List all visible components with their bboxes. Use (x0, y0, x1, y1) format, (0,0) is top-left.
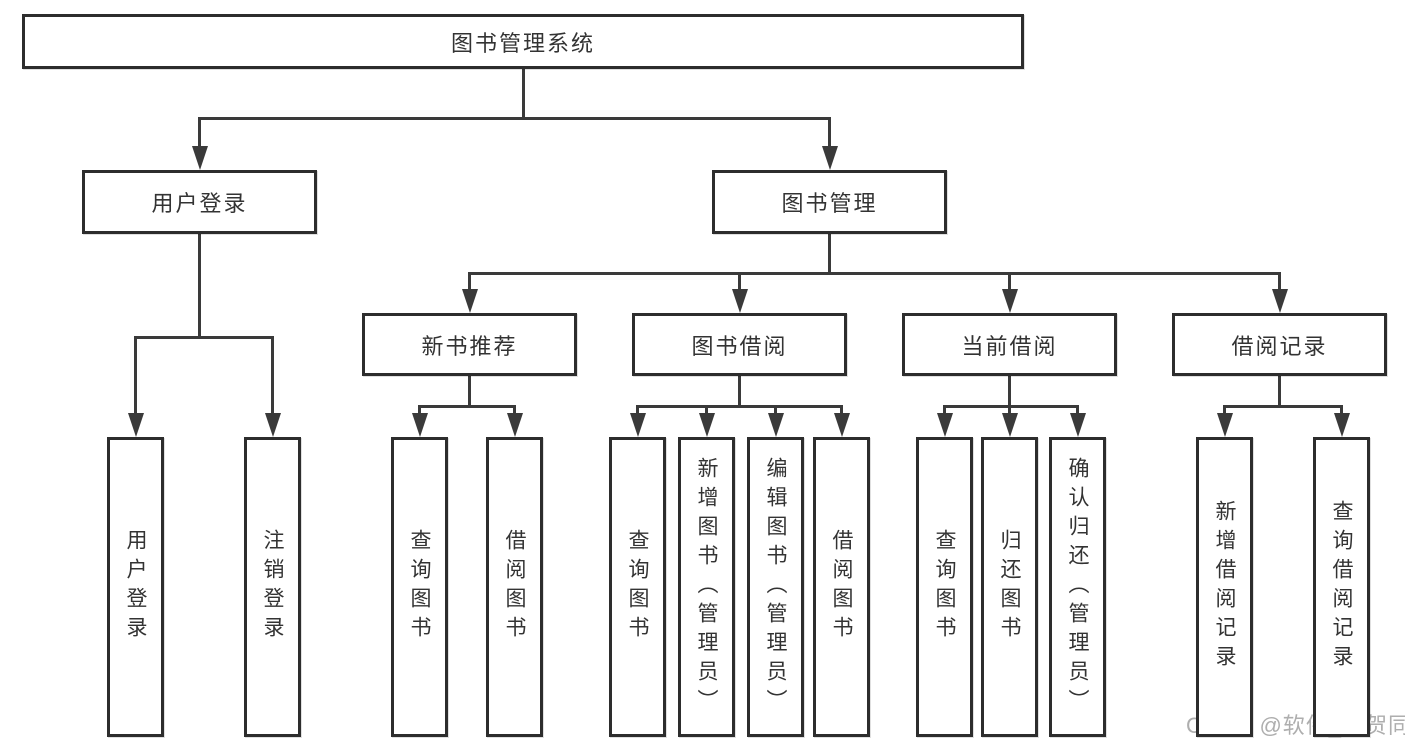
book-borrowing-branch-drop (840, 405, 843, 419)
node-bb-borrow-books: 借阅图书 (813, 437, 870, 737)
user-login-branch-rail (134, 336, 274, 339)
book-management-branch-drop (1008, 272, 1011, 295)
user-login-branch-drop (271, 336, 274, 419)
arrowhead-down-icon (1001, 289, 1018, 313)
system-branch-rail (198, 117, 831, 120)
book-borrowing-branch-drop (636, 405, 639, 419)
book-management-branch-drop (1278, 272, 1281, 295)
node-nb-query-books: 查询图书 (391, 437, 448, 737)
arrowhead-down-icon (731, 289, 748, 313)
node-br-add-record: 新增借阅记录 (1196, 437, 1253, 737)
node-label-nb-borrow-books: 借阅图书 (503, 529, 526, 645)
node-bb-edit-books-admin: 编辑图书（管理员） (747, 437, 804, 737)
node-label-book-borrowing: 图书借阅 (691, 333, 788, 359)
node-label-system: 图书管理系统 (450, 30, 595, 56)
current-borrowing-branch-drop (1008, 405, 1011, 419)
arrowhead-down-icon (936, 413, 953, 437)
new-book-branch-rail (418, 405, 516, 408)
arrowhead-down-icon (264, 413, 281, 437)
node-cb-return-books: 归还图书 (981, 437, 1038, 737)
book-management-branch-drop (468, 272, 471, 295)
current-borrowing-branch-stem (1008, 376, 1011, 408)
borrowing-records-branch-drop (1223, 405, 1226, 419)
arrowhead-down-icon (1271, 289, 1288, 313)
node-label-user-login-op: 用户登录 (124, 529, 147, 645)
node-label-bb-edit-books-admin: 编辑图书（管理员） (764, 456, 787, 718)
node-user-login: 用户登录 (82, 170, 317, 234)
new-book-branch-stem (468, 376, 471, 408)
current-borrowing-branch-drop (943, 405, 946, 419)
node-borrowing-records: 借阅记录 (1172, 313, 1387, 376)
node-system: 图书管理系统 (22, 14, 1024, 69)
current-borrowing-branch-drop (1076, 405, 1079, 419)
arrowhead-down-icon (767, 413, 784, 437)
node-label-current-borrowing: 当前借阅 (961, 333, 1058, 359)
arrowhead-down-icon (698, 413, 715, 437)
node-label-br-add-record: 新增借阅记录 (1213, 500, 1236, 674)
book-management-branch-drop (738, 272, 741, 295)
current-borrowing-branch-rail (943, 405, 1079, 408)
book-borrowing-branch-stem (738, 376, 741, 408)
node-label-borrowing-records: 借阅记录 (1231, 333, 1328, 359)
node-bb-query-books: 查询图书 (609, 437, 666, 737)
node-label-bb-borrow-books: 借阅图书 (830, 529, 853, 645)
node-label-book-management: 图书管理 (781, 191, 878, 216)
node-current-borrowing: 当前借阅 (902, 313, 1117, 376)
arrowhead-down-icon (127, 413, 144, 437)
system-branch-stem (521, 69, 525, 120)
book-borrowing-branch-drop (774, 405, 777, 419)
node-cb-confirm-return-admin: 确认归还（管理员） (1049, 437, 1106, 737)
arrowhead-down-icon (1001, 413, 1018, 437)
arrowhead-down-icon (1216, 413, 1233, 437)
system-branch-drop (828, 117, 831, 152)
node-label-user-login: 用户登录 (151, 191, 248, 216)
node-label-br-query-record: 查询借阅记录 (1330, 500, 1353, 674)
node-label-logout-op: 注销登录 (261, 529, 284, 645)
borrowing-records-branch-stem (1278, 376, 1281, 408)
system-branch-drop (198, 117, 201, 152)
book-management-branch-rail (468, 272, 1281, 275)
arrowhead-down-icon (833, 413, 850, 437)
new-book-branch-drop (418, 405, 421, 419)
node-label-new-book-recommend: 新书推荐 (421, 333, 518, 359)
node-book-management: 图书管理 (712, 170, 947, 234)
node-label-cb-query-books: 查询图书 (933, 529, 956, 645)
node-label-bb-query-books: 查询图书 (626, 529, 649, 645)
node-new-book-recommend: 新书推荐 (362, 313, 577, 376)
arrowhead-down-icon (821, 146, 838, 170)
node-label-cb-confirm-return-admin: 确认归还（管理员） (1066, 456, 1089, 718)
book-borrowing-branch-rail (636, 405, 843, 408)
borrowing-records-branch-rail (1223, 405, 1343, 408)
book-borrowing-branch-drop (705, 405, 708, 419)
arrowhead-down-icon (506, 413, 523, 437)
arrowhead-down-icon (191, 146, 208, 170)
node-label-nb-query-books: 查询图书 (408, 529, 431, 645)
node-label-bb-add-books-admin: 新增图书（管理员） (695, 456, 718, 718)
book-management-branch-stem (828, 234, 831, 275)
node-nb-borrow-books: 借阅图书 (486, 437, 543, 737)
new-book-branch-drop (513, 405, 516, 419)
node-cb-query-books: 查询图书 (916, 437, 973, 737)
node-label-cb-return-books: 归还图书 (998, 529, 1021, 645)
arrowhead-down-icon (461, 289, 478, 313)
arrowhead-down-icon (1069, 413, 1086, 437)
arrowhead-down-icon (629, 413, 646, 437)
node-bb-add-books-admin: 新增图书（管理员） (678, 437, 735, 737)
user-login-branch-drop (134, 336, 137, 419)
arrowhead-down-icon (1333, 413, 1350, 437)
node-br-query-record: 查询借阅记录 (1313, 437, 1370, 737)
arrowhead-down-icon (411, 413, 428, 437)
node-user-login-op: 用户登录 (107, 437, 164, 737)
borrowing-records-branch-drop (1340, 405, 1343, 419)
node-book-borrowing: 图书借阅 (632, 313, 847, 376)
user-login-branch-stem (198, 234, 201, 339)
node-logout-op: 注销登录 (244, 437, 301, 737)
